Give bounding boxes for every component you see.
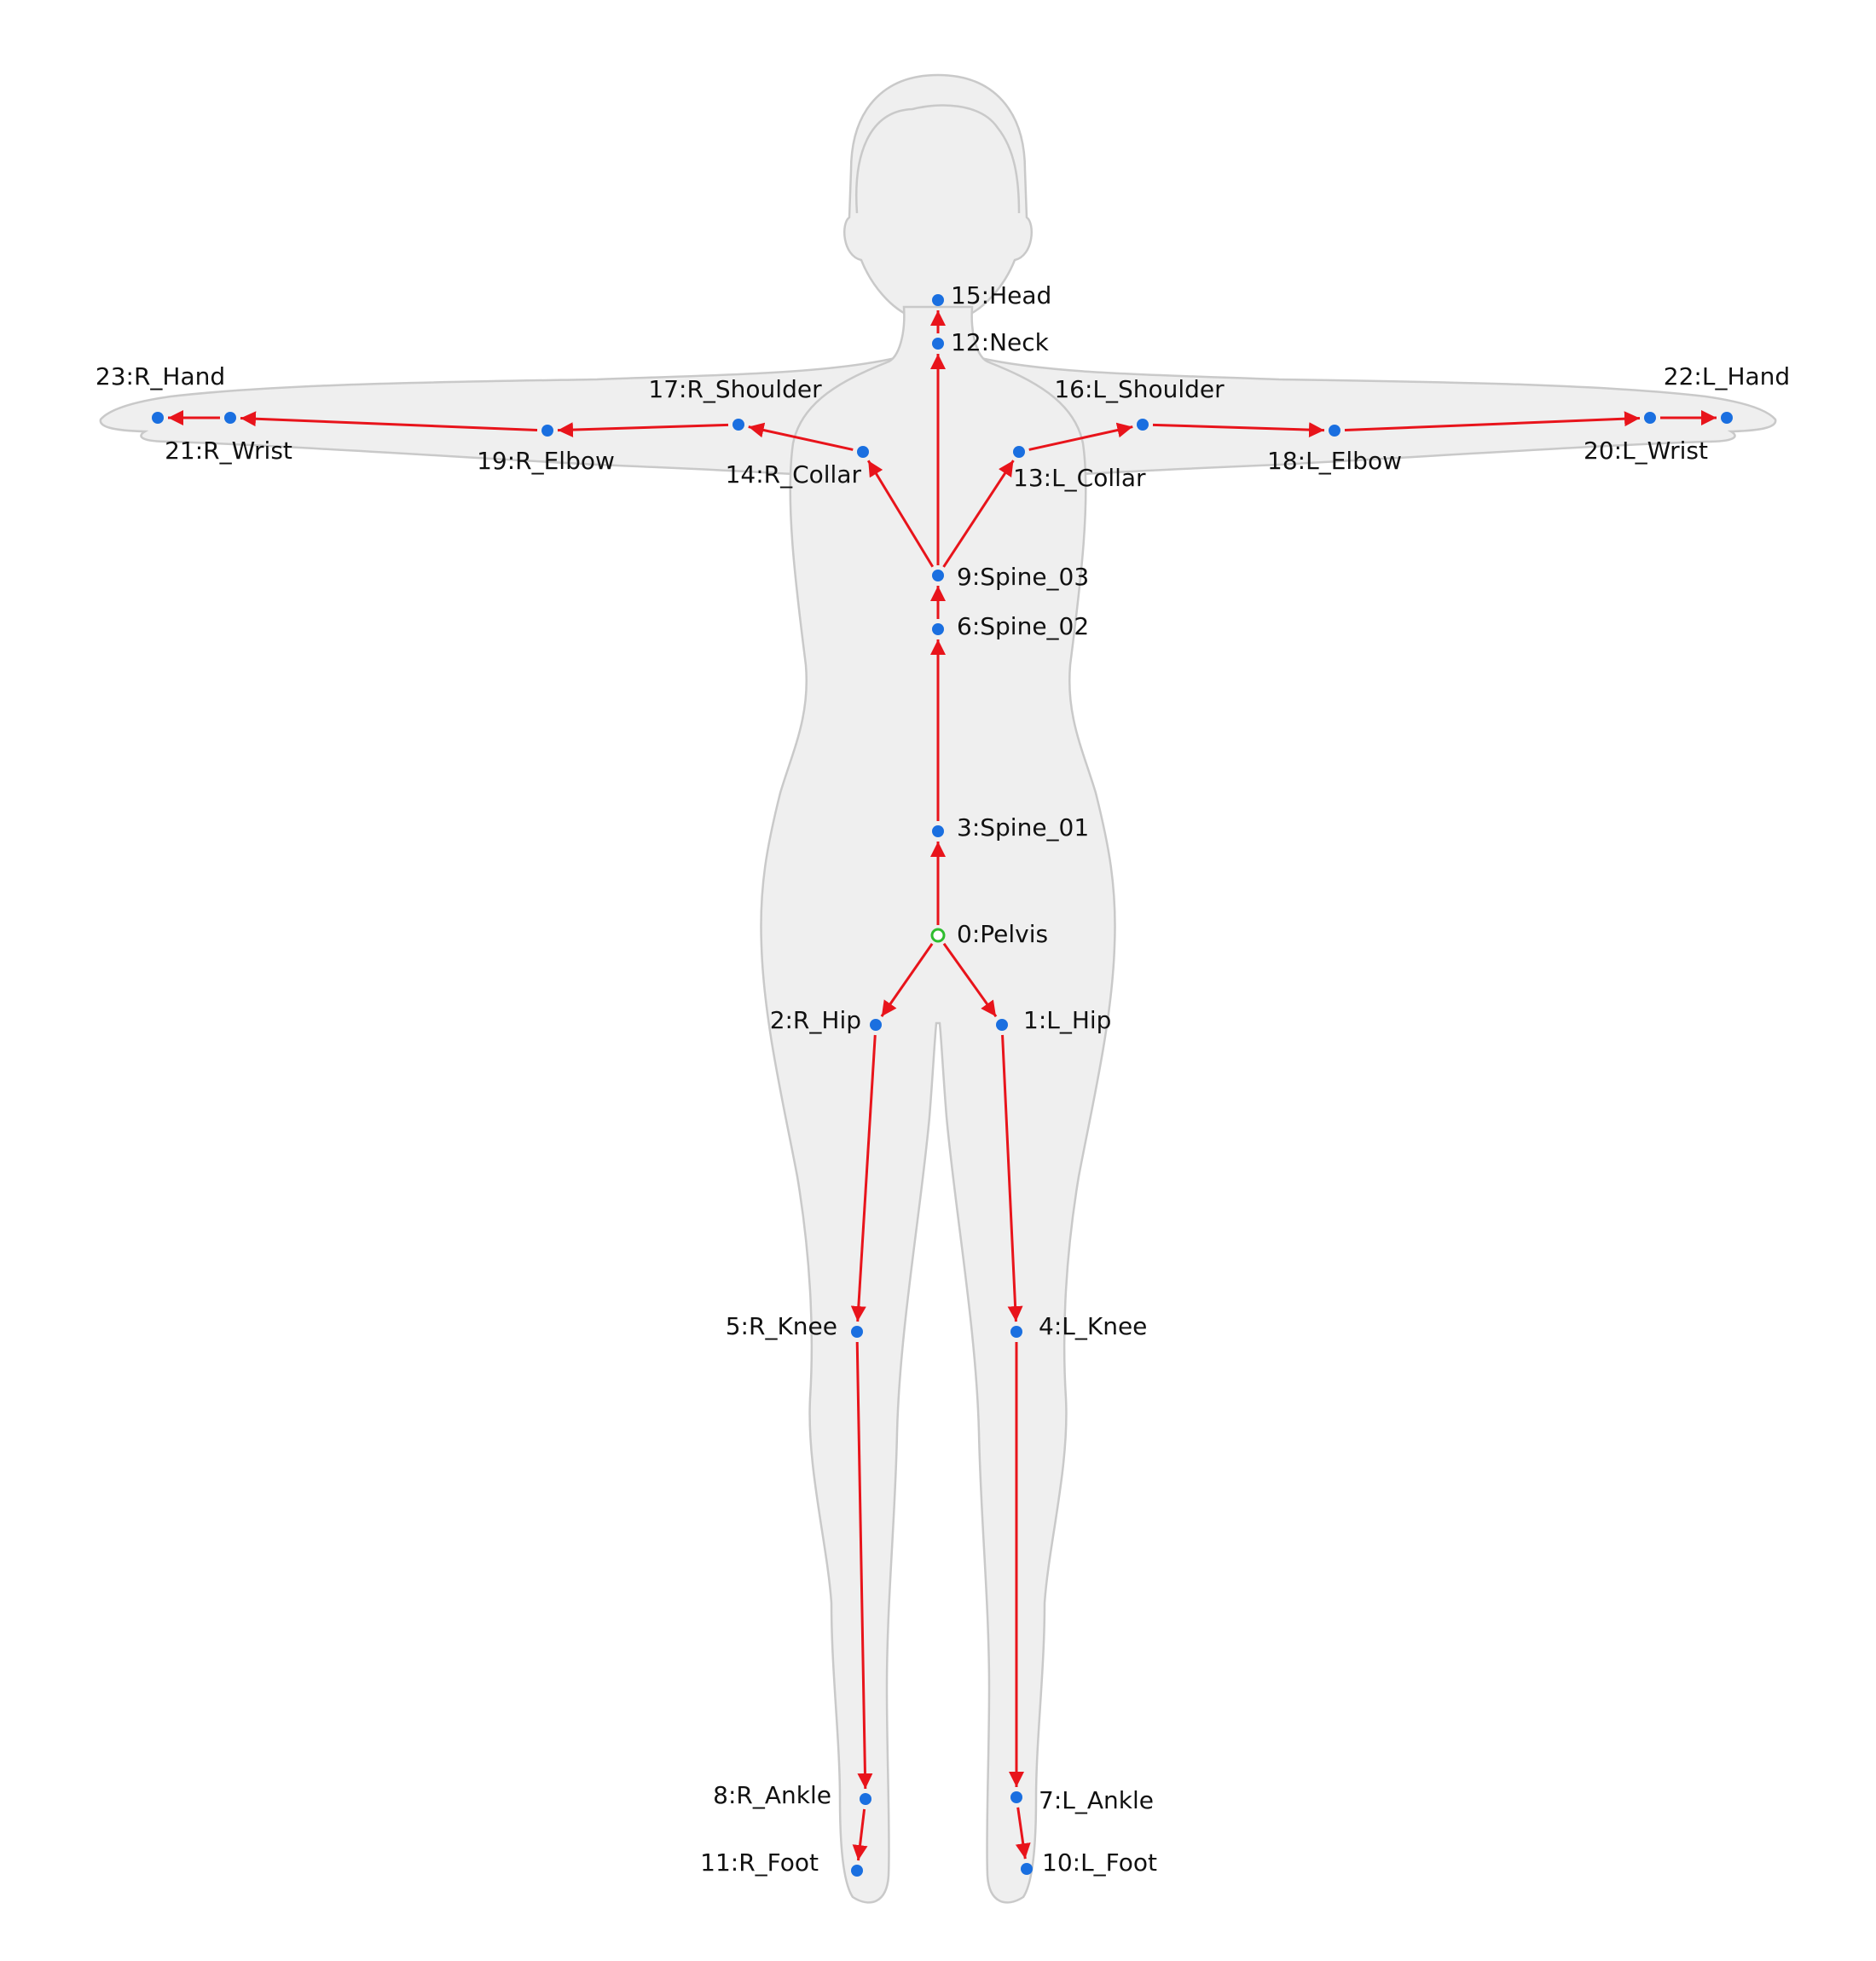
bone-9-to-14 xyxy=(866,460,935,568)
joint-20 xyxy=(1644,412,1656,424)
bone-19-to-21 xyxy=(240,411,538,432)
bone-8-to-11 xyxy=(852,1808,868,1861)
joint-label-11: 11:R_Foot xyxy=(700,1848,819,1877)
joint-label-7: 7:L_Ankle xyxy=(1039,1786,1154,1814)
joint-16 xyxy=(1137,419,1149,431)
joint-11 xyxy=(851,1865,863,1877)
joint-9 xyxy=(932,570,944,581)
joint-label-8: 8:R_Ankle xyxy=(713,1781,831,1809)
bone-5-to-8 xyxy=(855,1341,873,1790)
joint-5 xyxy=(851,1326,863,1338)
joint-label-16: 16:L_Shoulder xyxy=(1054,375,1225,403)
bone-7-to-10 xyxy=(1015,1807,1031,1860)
joint-3 xyxy=(932,825,944,837)
joint-10 xyxy=(1021,1863,1033,1875)
bone-14-to-17 xyxy=(748,422,854,451)
bones-layer xyxy=(168,310,1717,1861)
joint-label-12: 12:Neck xyxy=(951,328,1050,356)
joint-label-14: 14:R_Collar xyxy=(726,460,862,489)
joint-14 xyxy=(857,446,869,458)
joint-2 xyxy=(870,1019,882,1031)
joint-7 xyxy=(1010,1791,1022,1803)
joint-label-22: 22:L_Hand xyxy=(1664,362,1790,390)
joint-label-13: 13:L_Collar xyxy=(1013,464,1146,492)
joint-1 xyxy=(996,1019,1008,1031)
bone-9-to-13 xyxy=(942,460,1015,568)
joint-label-1: 1:L_Hip xyxy=(1023,1006,1111,1034)
joint-4 xyxy=(1010,1326,1022,1338)
joint-label-18: 18:L_Elbow xyxy=(1267,447,1402,475)
joint-18 xyxy=(1329,425,1340,437)
joint-label-4: 4:L_Knee xyxy=(1039,1312,1147,1340)
joint-label-23: 23:R_Hand xyxy=(96,362,225,390)
bone-17-to-19 xyxy=(557,422,729,438)
bone-2-to-5 xyxy=(850,1034,877,1322)
joint-13 xyxy=(1013,446,1025,458)
joint-label-21: 21:R_Wrist xyxy=(165,437,292,465)
joints-layer xyxy=(152,294,1733,1877)
joint-label-20: 20:L_Wrist xyxy=(1584,437,1708,465)
joint-17 xyxy=(732,419,744,431)
joint-label-19: 19:R_Elbow xyxy=(477,447,615,475)
hairline xyxy=(855,104,1021,214)
joint-label-9: 9:Spine_03 xyxy=(957,563,1089,591)
joint-0-root xyxy=(930,928,946,943)
joint-label-5: 5:R_Knee xyxy=(726,1312,837,1340)
joint-label-6: 6:Spine_02 xyxy=(957,612,1089,640)
bone-0-to-2 xyxy=(880,942,934,1018)
joint-label-10: 10:L_Foot xyxy=(1042,1848,1157,1877)
joint-label-15: 15:Head xyxy=(951,281,1051,309)
joint-19 xyxy=(541,425,553,437)
joint-22 xyxy=(1721,412,1733,424)
joint-23 xyxy=(152,412,164,424)
joint-15 xyxy=(932,294,944,306)
bone-1-to-4 xyxy=(1001,1034,1023,1322)
bone-13-to-16 xyxy=(1028,422,1133,451)
torso-legs-silhouette xyxy=(760,305,1116,1904)
joint-21 xyxy=(224,412,236,424)
joint-label-3: 3:Spine_01 xyxy=(957,813,1089,842)
joint-label-0: 0:Pelvis xyxy=(957,920,1048,948)
joint-8 xyxy=(860,1793,871,1805)
bone-18-to-20 xyxy=(1344,411,1641,432)
joint-label-2: 2:R_Hip xyxy=(770,1006,861,1034)
joint-12 xyxy=(932,338,944,350)
joint-6 xyxy=(932,623,944,635)
bone-16-to-18 xyxy=(1152,422,1325,438)
bone-0-to-1 xyxy=(942,942,998,1018)
joint-label-17: 17:R_Shoulder xyxy=(648,375,822,403)
labels-layer: 0:Pelvis 1:L_Hip 2:R_Hip 3:Spine_01 4:L_Knee… xyxy=(96,281,1790,1877)
